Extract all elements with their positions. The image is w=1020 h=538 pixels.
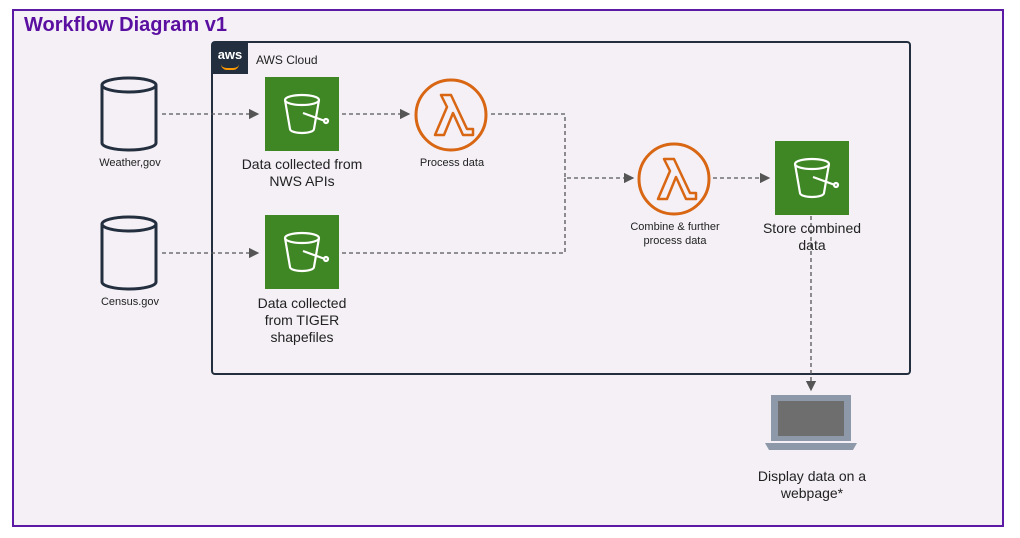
lambda-icon — [414, 78, 488, 152]
s3-store-label: Store combined data — [762, 220, 862, 253]
s3-bucket-icon — [265, 77, 339, 151]
lambda-process-label: Process data — [419, 157, 485, 169]
database-icon — [100, 215, 158, 291]
aws-cloud-label: AWS Cloud — [256, 53, 318, 67]
s3-bucket-icon — [775, 141, 849, 215]
weather-source-label: Weather,gov — [99, 157, 161, 169]
s3-tiger-label: Data collected from TIGER shapefiles — [257, 295, 347, 345]
s3-nws-label: Data collected from NWS APIs — [241, 156, 363, 189]
laptop-icon — [765, 395, 857, 450]
database-icon — [100, 76, 158, 152]
aws-logo-icon: aws — [212, 42, 248, 74]
lambda-icon — [637, 142, 711, 216]
lambda-combine-label: Combine & further process data — [630, 221, 720, 247]
edge-process-to-combine — [491, 113, 635, 184]
aws-cloud-group — [211, 41, 911, 375]
census-source-label: Census.gov — [100, 296, 160, 308]
s3-bucket-icon — [265, 215, 339, 289]
edge-tiger-to-combine — [342, 178, 566, 254]
diagram-title: Workflow Diagram v1 — [24, 14, 228, 36]
webpage-label: Display data on a webpage* — [757, 468, 867, 501]
